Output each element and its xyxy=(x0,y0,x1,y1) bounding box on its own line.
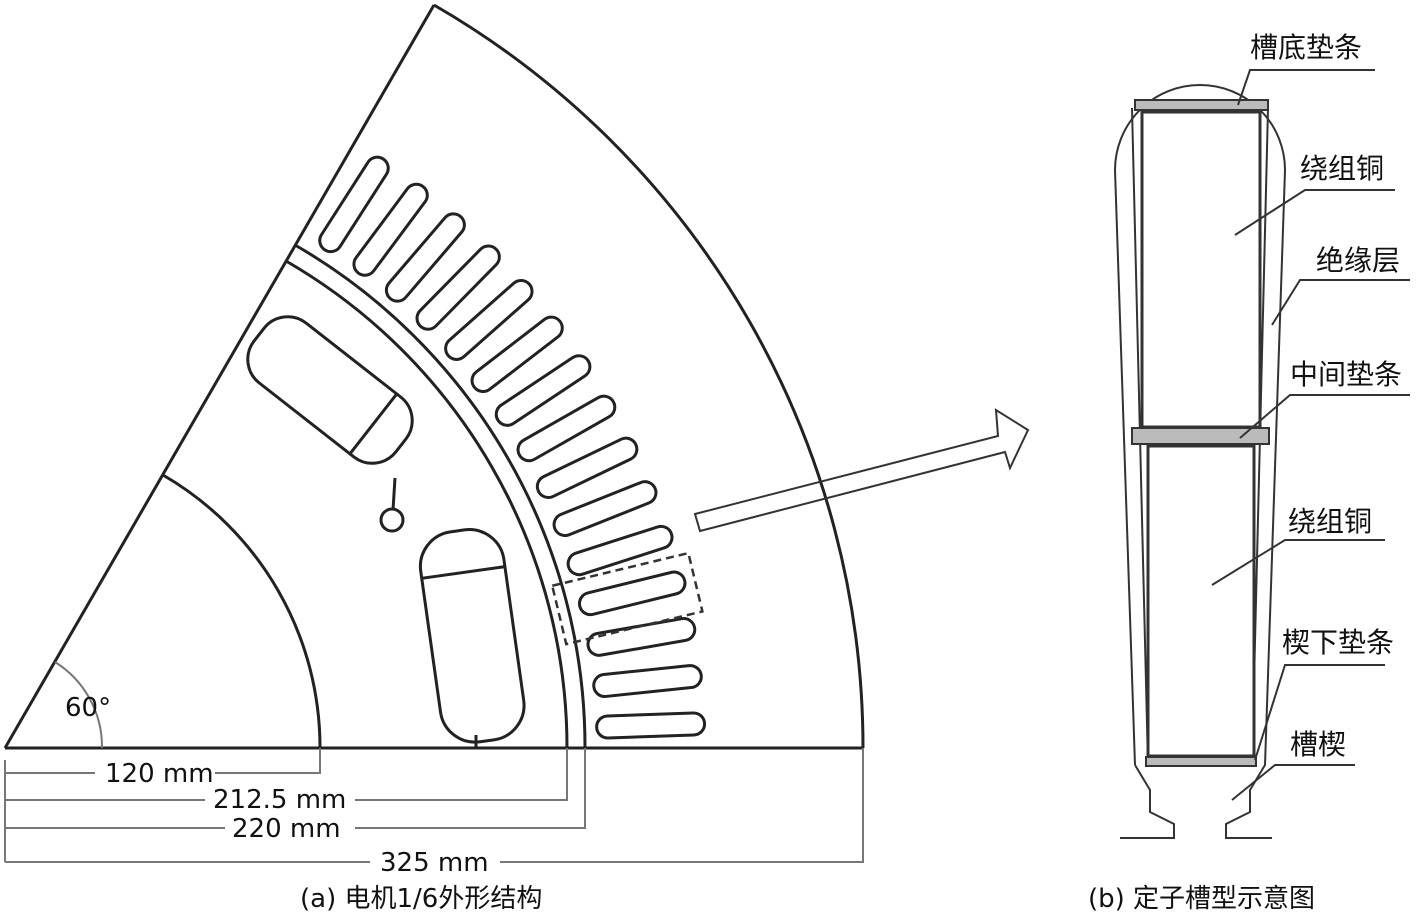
stator-outer-arc xyxy=(433,3,865,749)
label-insulation: 绝缘层 xyxy=(1316,244,1400,277)
winding-copper-top xyxy=(1140,110,1262,429)
shaft-arc xyxy=(162,473,322,749)
motor-sector: 60° 120 mm 212.5 mm 220 mm 325 mm (a) 电机… xyxy=(3,3,865,914)
rotor-magnet-upper xyxy=(246,315,414,465)
label-winding-copper-top: 绕组铜 xyxy=(1300,152,1384,185)
stator-slot xyxy=(535,436,639,500)
stator-inner-arc xyxy=(294,243,587,749)
stator-slot xyxy=(552,480,658,538)
angle-arc xyxy=(54,661,104,749)
label-middle-strip: 中间垫条 xyxy=(1290,358,1402,391)
dim-220: 220 mm xyxy=(232,814,341,844)
dim-120: 120 mm xyxy=(105,759,214,789)
dim-325: 325 mm xyxy=(380,848,489,878)
stator-slot xyxy=(470,315,564,393)
dim-212-5: 212.5 mm xyxy=(213,785,346,815)
stator-slot xyxy=(566,524,674,577)
label-slot-wedge: 槽楔 xyxy=(1290,728,1346,761)
winding-copper-bottom xyxy=(1146,444,1256,758)
zoom-arrow xyxy=(693,408,1030,533)
stator-slot xyxy=(595,711,707,740)
stator-slot xyxy=(516,394,617,463)
stator-slot xyxy=(592,664,703,698)
rotor-outer-arc xyxy=(285,259,569,749)
rotor-magnet-lower xyxy=(418,528,526,744)
magnet-link xyxy=(391,477,397,511)
label-winding-copper-bottom: 绕组铜 xyxy=(1288,505,1372,538)
stator-slot xyxy=(494,354,592,427)
stator-slot xyxy=(384,212,466,303)
label-under-wedge-strip: 楔下垫条 xyxy=(1282,626,1394,659)
stator-slots xyxy=(318,155,707,740)
stator-slot xyxy=(586,617,697,657)
stator-slot xyxy=(415,244,501,331)
caption-a: (a) 电机1/6外形结构 xyxy=(300,884,542,914)
rotor-hole xyxy=(379,507,405,533)
under-wedge-strip xyxy=(1145,756,1257,767)
stator-slot xyxy=(352,182,429,277)
slot-bottom-strip xyxy=(1134,99,1269,111)
slot-schematic: 槽底垫条 绕组铜 绝缘层 中间垫条 绕组铜 楔下垫条 槽楔 (b) 定子槽型示意… xyxy=(1088,31,1410,914)
caption-b: (b) 定子槽型示意图 xyxy=(1088,884,1315,914)
middle-strip xyxy=(1131,427,1270,445)
stator-slot xyxy=(318,155,390,254)
stator-slot xyxy=(444,278,534,361)
label-slot-bottom-strip: 槽底垫条 xyxy=(1250,31,1362,64)
stator-slot xyxy=(577,570,687,617)
angle-label: 60° xyxy=(65,693,111,723)
highlight-box xyxy=(550,551,704,646)
dimension-lines xyxy=(4,748,864,863)
sector-edge-60deg xyxy=(3,4,436,749)
